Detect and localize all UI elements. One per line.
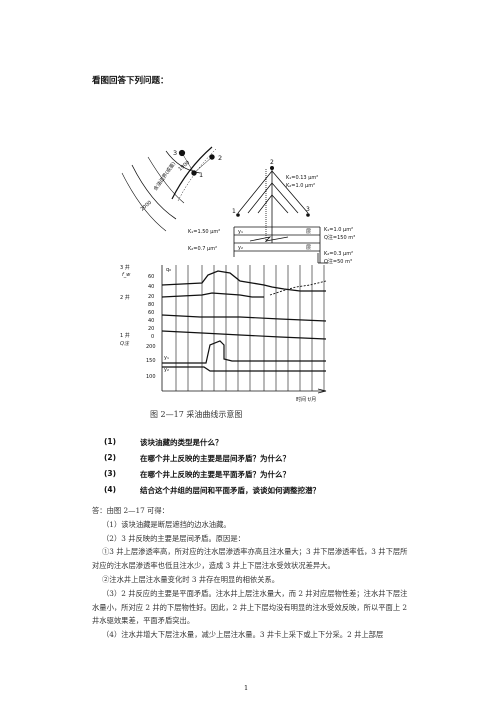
perm-right-mid-2: Q注=150 m³ xyxy=(324,234,355,241)
answer-intro: 答：由图 2—17 可得： xyxy=(92,506,169,515)
answer-paragraph: （2）3 井反映的主要是层间矛盾。原因是： xyxy=(102,533,245,543)
tick-100: 100 xyxy=(146,374,156,380)
well-2-curve xyxy=(161,292,264,298)
injection-y1-curve xyxy=(162,340,326,364)
cross-section xyxy=(233,165,328,264)
question-text: 在哪个井上反映的主要是平面矛盾？为什么？ xyxy=(140,470,290,479)
label-well-3: 3 井 xyxy=(120,264,130,271)
label-fw: f_w xyxy=(122,272,131,278)
tick-40-b: 40 xyxy=(148,318,154,324)
answer-paragraph: （1）该块油藏是断层遮挡的边水油藏。 xyxy=(102,519,231,529)
section-top-label-2: 2 xyxy=(270,159,274,166)
well-2-label: 2 xyxy=(218,154,222,162)
question-number: (4) xyxy=(104,485,117,494)
tick-80: 80 xyxy=(148,302,154,308)
label-well-2: 2 井 xyxy=(120,294,130,301)
production-curves xyxy=(161,265,327,394)
layer-label-y1: y₁ xyxy=(238,229,243,235)
page-number: 1 xyxy=(244,684,249,692)
well-2-top xyxy=(269,165,274,170)
page-heading: 看图回答下列问题： xyxy=(92,76,169,86)
tick-20-b: 20 xyxy=(148,326,154,332)
figure-caption: 图 2—17 采油曲线示意图 xyxy=(150,410,243,419)
question-number: (1) xyxy=(104,437,117,446)
layer-label-upper: 层 xyxy=(306,229,311,235)
question-item: (3) 在哪个井上反映的主要是平面矛盾？为什么？ xyxy=(104,469,320,480)
tick-200: 200 xyxy=(146,344,156,350)
question-item: (1) 该块油藏的类型是什么？ xyxy=(104,437,320,448)
label-q0: q₀ xyxy=(166,267,171,273)
well-link-2 xyxy=(193,156,213,174)
oil-production-figure: 3 2 1 1900 2000 含油边界(或鉴) xyxy=(120,146,355,403)
x-axis-label: 时间 t/月 xyxy=(296,396,316,403)
oil-boundary-line xyxy=(131,164,177,220)
perm-left-1: K₁=1.50 μm² xyxy=(188,229,220,235)
label-inj-y2: y₂ xyxy=(164,367,169,373)
tick-20-a: 20 xyxy=(148,294,154,300)
question-item: (4) 结合这个井组的层间和平面矛盾，谈谈如何调整挖潜？ xyxy=(104,485,320,496)
well-3-top xyxy=(306,213,310,217)
contour-1900 xyxy=(147,156,185,204)
anticline-inner xyxy=(257,194,289,214)
label-q-inj: Q注 xyxy=(120,340,130,347)
question-list: (1) 该块油藏的类型是什么？ (2) 在哪个井上反映的主要是层间矛盾？为什么？… xyxy=(104,437,320,501)
section-top-label-1: 1 xyxy=(232,208,236,215)
well-1-label: 1 xyxy=(199,171,203,179)
question-text: 该块油藏的类型是什么？ xyxy=(140,438,223,447)
well-3-curve xyxy=(161,270,326,292)
perm-right-mid-1: K₁=1.0 μm² xyxy=(324,227,353,233)
question-text: 在哪个井上反映的主要是层间矛盾？为什么？ xyxy=(140,454,290,463)
question-item: (2) 在哪个井上反映的主要是层间矛盾？为什么？ xyxy=(104,453,320,464)
vertical-gridlines xyxy=(175,265,325,391)
perm-upper-right-1: K₁=0.13 μm² xyxy=(286,175,318,181)
tick-60-b: 60 xyxy=(148,310,154,316)
x-axis-arrow xyxy=(317,388,327,394)
perm-right-low-1: K₂=0.3 μm² xyxy=(324,251,353,257)
injection-y2-curve xyxy=(162,366,326,372)
layer-label-lower: 层 xyxy=(306,245,311,251)
map-top-line xyxy=(165,150,201,174)
answer-block: 答：由图 2—17 可得： （1）该块油藏是断层遮挡的边水油藏。 （2）3 井反… xyxy=(92,504,408,642)
contour-2000-label: 2000 xyxy=(139,200,153,213)
tick-60-a: 60 xyxy=(148,274,154,280)
label-inj-y1: y₁ xyxy=(164,355,169,361)
perm-left-2: K₂=0.7 μm² xyxy=(188,246,217,252)
oil-boundary-label: 含油边界(或鉴) xyxy=(152,160,177,192)
section-top-label-3: 3 xyxy=(306,206,310,213)
fault-line xyxy=(171,146,213,200)
question-number: (3) xyxy=(104,469,117,478)
perm-right-low-2: Q注=50 m³ xyxy=(324,258,352,265)
tick-40-a: 40 xyxy=(148,284,154,290)
perm-upper-right-2: K₂=1.0 μm² xyxy=(286,183,315,189)
label-well-1: 1 井 xyxy=(120,332,130,339)
layer-label-y2: y₂ xyxy=(238,245,243,251)
well-3-label: 3 xyxy=(173,149,177,157)
contour-2000 xyxy=(121,172,167,232)
answer-paragraph: （4）注水井增大下层注水量，减少上层注水量。3 井卡上采下或上下分采。2 井上部… xyxy=(102,630,384,640)
tick-150: 150 xyxy=(146,358,156,364)
well-1-top xyxy=(236,213,240,217)
answer-paragraph: （3）2 井反应的主要是平面矛盾。注水井上层注水量大，而 2 井对应层物性差；注… xyxy=(92,588,408,626)
well-2-curve-dashed xyxy=(269,280,327,296)
answer-paragraph: ①3 井上层渗透率高，所对应的注水层渗透率亦高且注水量大；3 井下层渗透率低，3… xyxy=(92,547,408,571)
fault-zigzag xyxy=(249,236,289,242)
map-view xyxy=(121,146,217,232)
contour-1900-label: 1900 xyxy=(177,160,191,173)
well-1-curve-lower xyxy=(161,330,327,340)
well-link-3 xyxy=(181,152,195,174)
well-1-curve-upper xyxy=(161,314,327,322)
question-number: (2) xyxy=(104,453,117,462)
answer-paragraph: ②注水井上层注水量变化时 3 井存在明显的相依关系。 xyxy=(102,574,280,584)
tick-0: 0 xyxy=(151,334,154,340)
question-text: 结合这个井组的层间和平面矛盾，谈谈如何调整挖潜？ xyxy=(140,486,320,495)
